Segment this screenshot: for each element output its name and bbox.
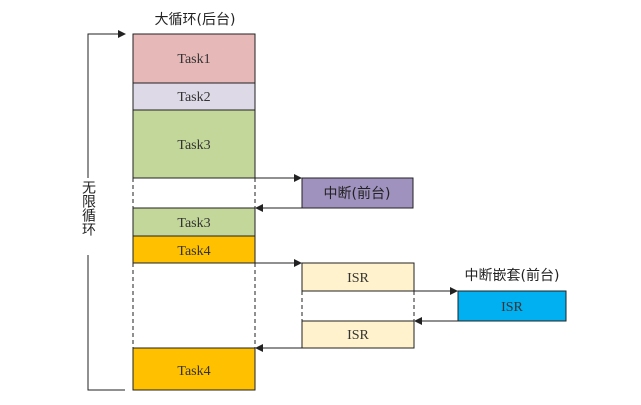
interrupt-block	[301, 177, 414, 209]
task3-block	[132, 109, 256, 179]
task2-label: Task2	[177, 90, 210, 105]
nested-interrupt-title: 中断嵌套(前台)	[465, 267, 560, 284]
task4-block	[132, 235, 256, 264]
task3-resume-block	[132, 207, 256, 237]
task4-resume-block	[132, 347, 256, 391]
task3-resume-label: Task3	[177, 216, 210, 231]
loop-arrow-top	[87, 30, 126, 178]
background-loop-title: 大循环(后台)	[155, 12, 236, 28]
loop-line-bottom	[87, 255, 125, 391]
task4-label: Task4	[177, 244, 210, 259]
task2-block	[132, 82, 256, 111]
infinite-loop-label: 无限循环	[80, 180, 96, 236]
isr-resume-label: ISR	[347, 328, 369, 343]
task4-resume-label: Task4	[177, 364, 210, 379]
task1-block	[132, 33, 256, 84]
task1-label: Task1	[177, 52, 210, 67]
task3-label: Task3	[177, 138, 210, 153]
isr-block	[301, 262, 415, 292]
isr-label: ISR	[347, 271, 369, 286]
interrupt-label: 中断(前台)	[324, 185, 391, 202]
isr-resume-block	[301, 320, 415, 349]
nested-isr-block	[457, 290, 567, 322]
nested-isr-label: ISR	[501, 300, 523, 315]
